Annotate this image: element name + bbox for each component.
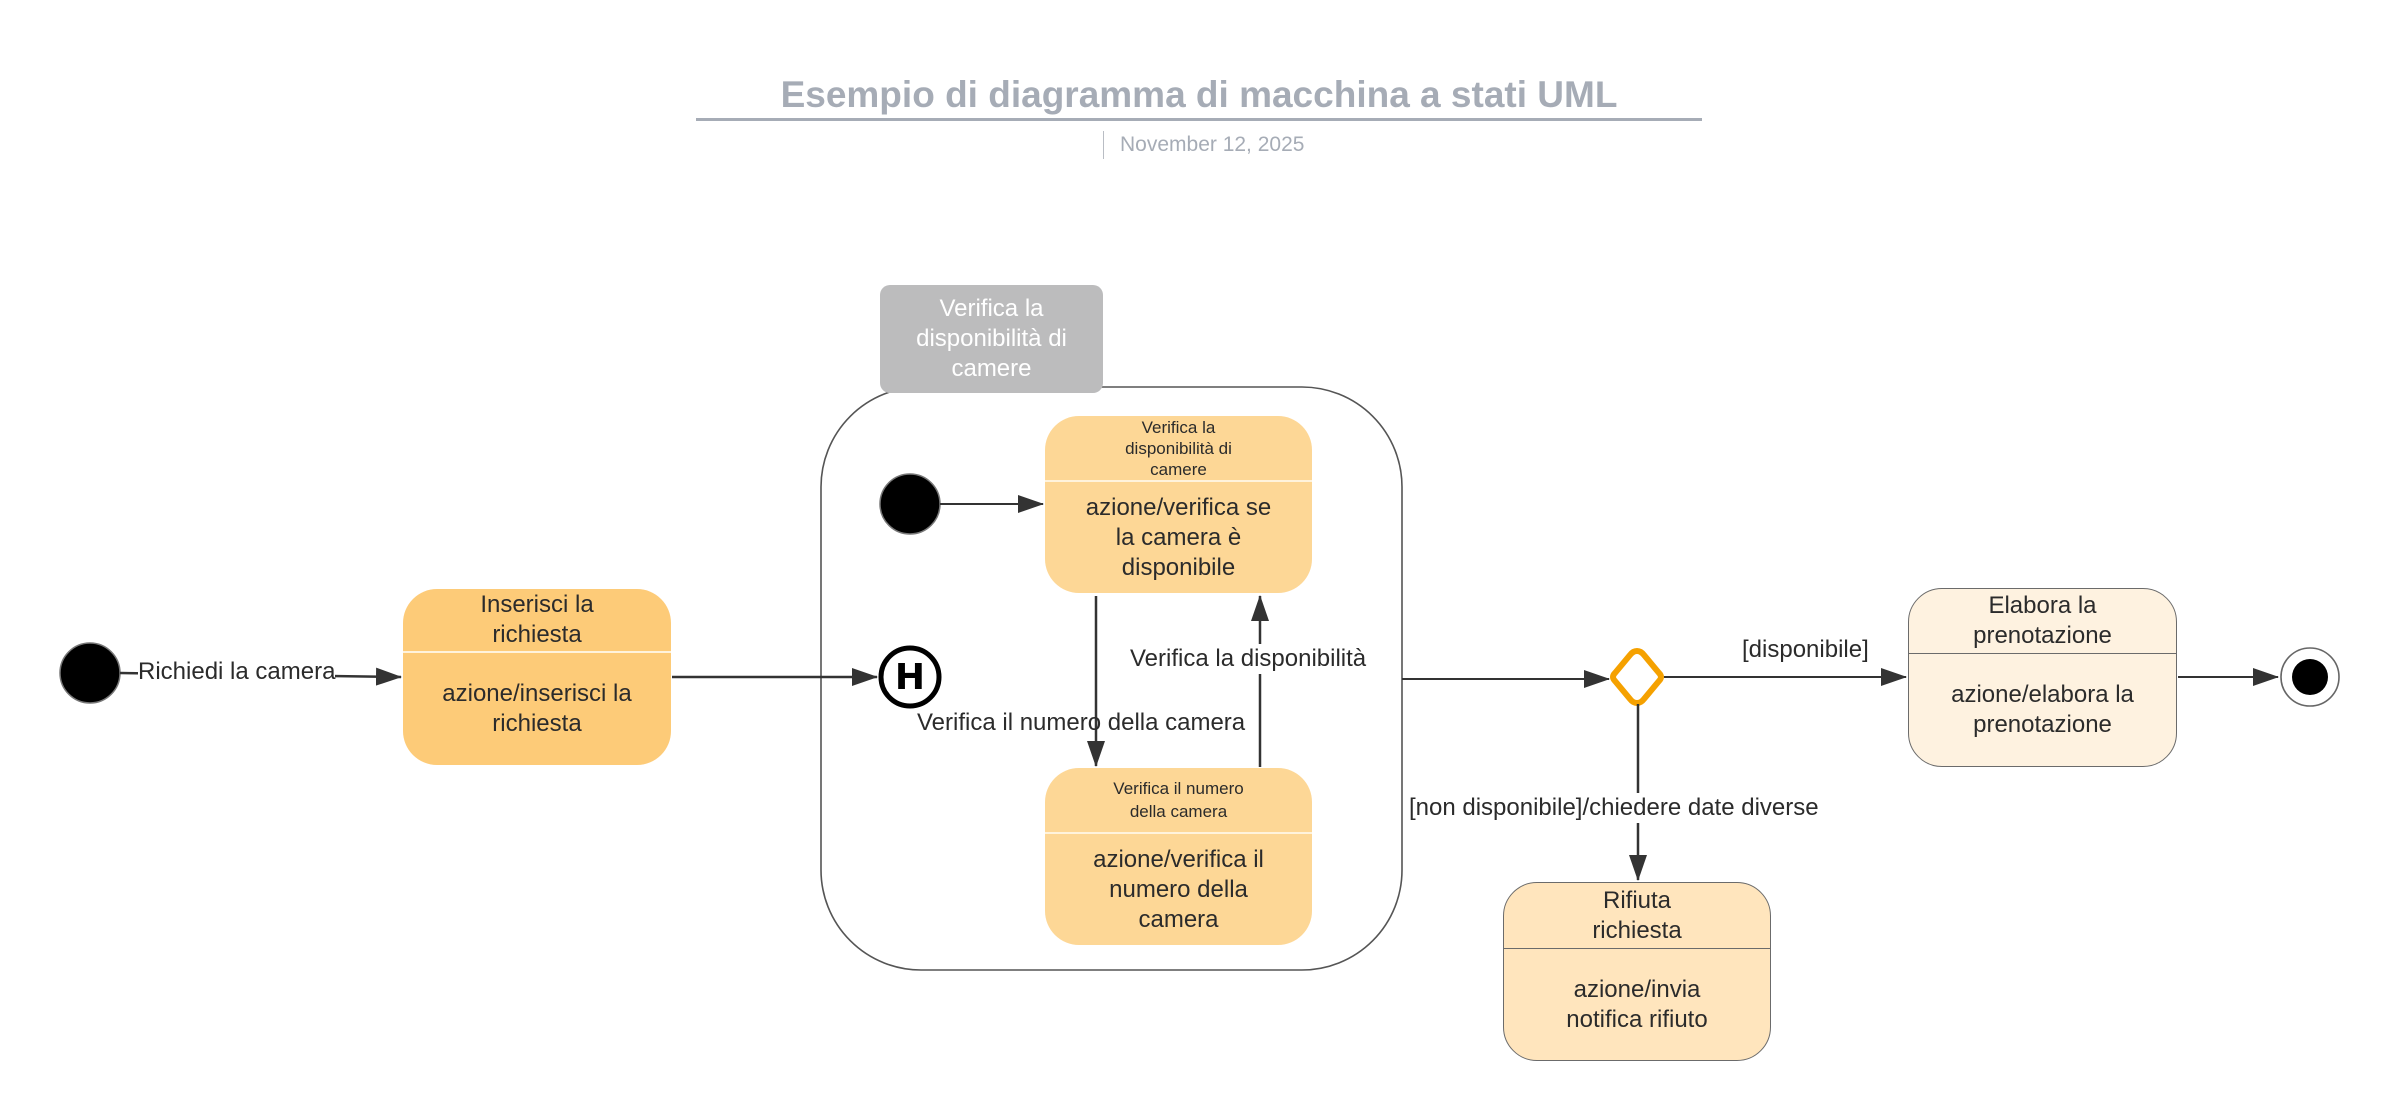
state-action-line: notifica rifiuto <box>1566 1005 1708 1033</box>
state-action: azione/invia notifica rifiuto <box>1504 949 1770 1060</box>
label-request-room: Richiedi la camera <box>138 657 336 687</box>
state-name: Elabora la prenotazione <box>1909 589 2176 654</box>
state-name-line: prenotazione <box>1973 622 2112 649</box>
history-state[interactable] <box>878 645 942 709</box>
state-insert-request[interactable]: Inserisci la richiesta azione/inserisci … <box>403 589 671 765</box>
state-process-booking[interactable]: Elabora la prenotazione azione/elabora l… <box>1908 588 2177 767</box>
state-action-line: azione/inserisci la <box>442 680 632 707</box>
state-name-line: Verifica il numero <box>1113 779 1244 798</box>
initial-state[interactable] <box>59 642 121 704</box>
state-action-line: azione/verifica se <box>1085 493 1272 521</box>
state-action-line: disponibile <box>1121 553 1236 581</box>
state-name-line: della camera <box>1129 802 1228 821</box>
state-action: azione/inserisci la richiesta <box>403 653 671 765</box>
state-name: Inserisci la richiesta <box>403 589 671 653</box>
final-state[interactable] <box>2280 647 2340 707</box>
label-available: [disponibile] <box>1742 636 1869 663</box>
state-action: azione/verifica il numero della camera <box>1045 834 1312 945</box>
state-reject-request[interactable]: Rifiuta richiesta azione/invia notifica … <box>1503 882 1771 1061</box>
label-not-available: [non disponibile]/chiedere date diverse <box>1409 793 1819 823</box>
composite-title-line: Verifica la <box>939 295 1044 322</box>
state-action-line: azione/verifica il <box>1093 845 1264 873</box>
date-row: November 12, 2025 <box>1103 131 1304 159</box>
state-name-line: Verifica la <box>1141 417 1216 437</box>
composite-title-line: camere <box>951 355 1032 382</box>
state-action-line: camera <box>1138 905 1219 933</box>
state-action-line: la camera è <box>1115 523 1242 551</box>
state-name-line: Elabora la <box>1988 592 2097 619</box>
diagram-title: Esempio di diagramma di macchina a stati… <box>780 74 1618 115</box>
state-check-availability[interactable]: Verifica la disponibilità di camere azio… <box>1045 416 1312 593</box>
label-check-availability: Verifica la disponibilità <box>1130 644 1367 674</box>
state-action-line: numero della <box>1109 875 1248 903</box>
label-check-number: Verifica il numero della camera <box>917 709 1246 736</box>
state-name: Rifiuta richiesta <box>1504 883 1770 949</box>
state-name-line: richiesta <box>1592 916 1682 944</box>
decision-choice[interactable] <box>1610 648 1664 706</box>
composite-state-title[interactable]: Verifica la disponibilità di camere <box>880 285 1103 393</box>
state-action-line: azione/invia <box>1573 975 1701 1003</box>
title-underline <box>696 118 1702 121</box>
state-name-line: Inserisci la <box>480 591 594 618</box>
date-divider <box>1103 131 1104 159</box>
state-name-line: Rifiuta <box>1602 886 1672 914</box>
state-check-room-number[interactable]: Verifica il numero della camera azione/v… <box>1045 768 1312 945</box>
state-action-line: prenotazione <box>1973 711 2112 738</box>
state-name: Verifica il numero della camera <box>1045 768 1312 834</box>
history-symbol: H <box>894 656 926 698</box>
state-action-line: azione/elabora la <box>1951 681 2134 708</box>
state-name-line: disponibilità di <box>1125 438 1232 458</box>
state-action-line: richiesta <box>492 710 582 737</box>
state-action: azione/elabora la prenotazione <box>1909 654 2176 766</box>
state-action: azione/verifica se la camera è disponibi… <box>1045 482 1312 593</box>
state-name-line: richiesta <box>492 621 582 648</box>
inner-initial-state[interactable] <box>879 473 941 535</box>
composite-title-line: disponibilità di <box>916 325 1067 352</box>
diagram-date: November 12, 2025 <box>1120 133 1305 156</box>
state-name-line: camere <box>1150 459 1207 479</box>
state-name: Verifica la disponibilità di camere <box>1045 416 1312 482</box>
